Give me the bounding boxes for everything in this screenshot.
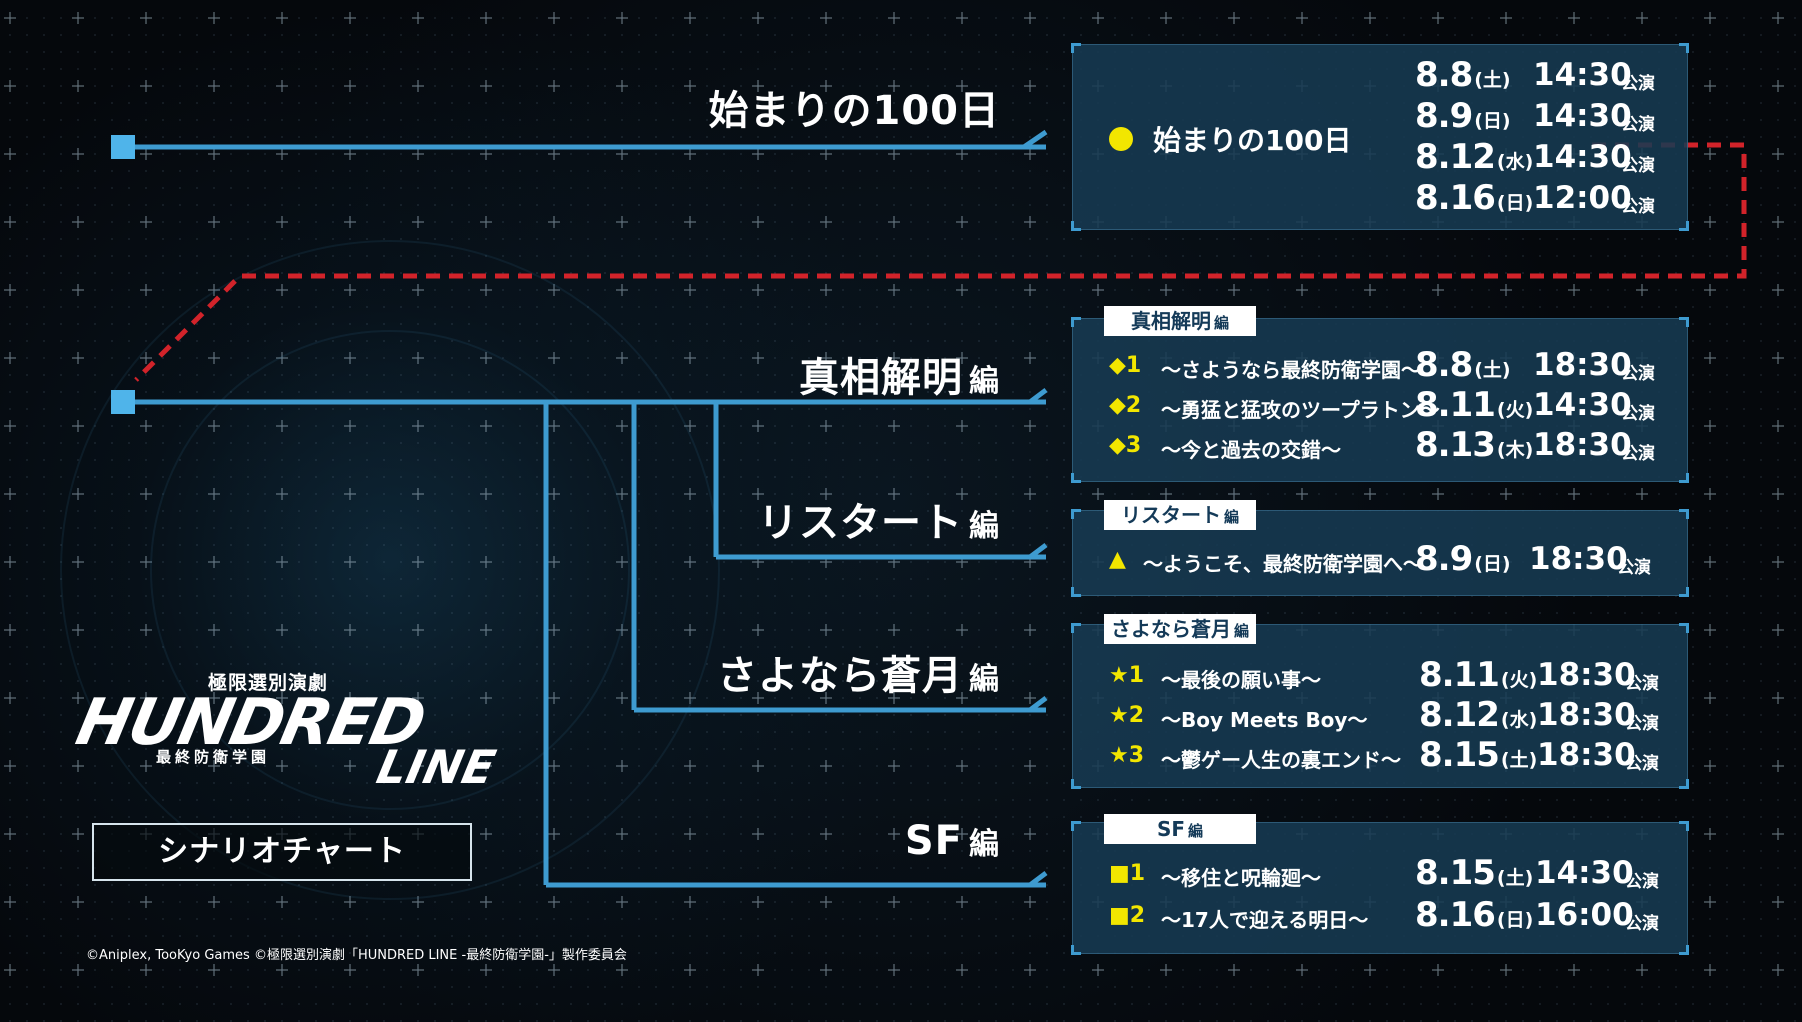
bg-ring [60, 240, 720, 900]
schedule-perf: 公演 [1617, 558, 1651, 578]
schedule-perf: 公演 [1625, 872, 1659, 892]
schedule-date: 8.12(水) [1419, 695, 1538, 735]
schedule-perf: 公演 [1621, 404, 1655, 424]
schedule-date: 8.13(木) [1415, 425, 1534, 465]
scenario-chart-button[interactable]: シナリオチャート [92, 823, 472, 881]
schedule-perf: 公演 [1625, 674, 1659, 694]
schedule-time: 18:30 [1533, 347, 1632, 383]
schedule-time: 14:30 [1533, 387, 1632, 423]
episode-title: ～勇猛と猛攻のツープラトン～ [1161, 398, 1440, 422]
branch-title-text: 真相解明 [799, 355, 963, 401]
branch-title-suffix: 編 [969, 827, 1000, 862]
schedule-date: 8.16(日) [1415, 895, 1534, 935]
branch-title-suffix: 編 [969, 364, 1000, 399]
schedule-perf: 公演 [1621, 156, 1655, 176]
episode-mark: ▲ [1109, 547, 1126, 572]
schedule-panel-shinso: ◆1 ～さようなら最終防衛学園～ 8.8(土) 18:30 公演 ◆2 ～勇猛と… [1071, 317, 1689, 483]
episode-mark: ★2 [1109, 703, 1145, 728]
branch-title-text: SF [904, 818, 963, 864]
schedule-time: 18:30 [1537, 737, 1636, 773]
schedule-date: 8.8(土) [1415, 55, 1511, 95]
schedule-date: 8.16(日) [1415, 178, 1534, 218]
episode-title: ～鬱ゲー人生の裏エンド～ [1161, 748, 1401, 772]
schedule-perf: 公演 [1625, 714, 1659, 734]
schedule-time: 14:30 [1533, 139, 1632, 175]
schedule-time: 14:30 [1533, 98, 1632, 134]
episode-title: ～最後の願い事～ [1161, 668, 1321, 692]
branch-title-text: 始まりの100日 [708, 88, 1000, 134]
episode-title: ～さようなら最終防衛学園～ [1161, 358, 1421, 382]
branch-title-text: リスタート [758, 500, 963, 546]
schedule-time: 12:00 [1533, 180, 1632, 216]
schedule-perf: 公演 [1621, 115, 1655, 135]
episode-title: ～今と過去の交錯～ [1161, 438, 1341, 462]
branch-title-restart: リスタート編 [758, 490, 1000, 548]
episode-mark: ◆1 [1109, 353, 1142, 378]
schedule-time: 18:30 [1537, 657, 1636, 693]
episode-mark: ■1 [1109, 861, 1146, 886]
schedule-date: 8.12(水) [1415, 137, 1534, 177]
schedule-panel-hajimari: 始まりの100日 8.8(土) 14:30 公演 8.9(日) 14:30 公演… [1071, 43, 1689, 231]
schedule-time: 16:00 [1535, 897, 1634, 933]
schedule-date: 8.9(日) [1415, 539, 1511, 579]
schedule-time: 18:30 [1529, 541, 1628, 577]
branch-line-sf [546, 871, 1048, 888]
episode-title: ～Boy Meets Boy～ [1161, 708, 1368, 732]
schedule-date: 8.8(土) [1415, 345, 1511, 385]
schedule-perf: 公演 [1621, 74, 1655, 94]
branch-title-sayonara: さよなら蒼月編 [717, 643, 1000, 701]
red-dashed-route [134, 142, 1747, 382]
episode-title: ～移住と呪輪廻～ [1161, 866, 1321, 890]
schedule-date: 8.15(土) [1415, 853, 1534, 893]
schedule-date: 8.15(土) [1419, 735, 1538, 775]
panel-title: 始まりの100日 [1153, 124, 1352, 157]
start-marker-2 [111, 390, 135, 414]
branch-title-text: さよなら蒼月 [717, 653, 963, 699]
copyright-notice: ©Aniplex, TooKyo Games ©極限選別演劇「HUNDRED L… [86, 948, 627, 963]
logo-small-text: 最終防衛学園 [156, 748, 271, 766]
panel-tab-restart: リスタート編 [1104, 500, 1256, 530]
start-marker-1 [111, 135, 135, 159]
schedule-date: 8.11(火) [1415, 385, 1534, 425]
episode-title: ～ようこそ、最終防衛学園へ～ [1143, 552, 1423, 576]
episode-title: ～17人で迎える明日～ [1161, 908, 1369, 932]
panel-tab-sayonara: さよなら蒼月編 [1104, 614, 1256, 644]
episode-mark: ◆2 [1109, 393, 1142, 418]
logo-line-text: LINE [372, 740, 501, 794]
branch-title-shinso: 真相解明編 [799, 345, 1000, 403]
schedule-perf: 公演 [1625, 754, 1659, 774]
schedule-perf: 公演 [1621, 444, 1655, 464]
branch-title-suffix: 編 [969, 509, 1000, 544]
panel-tab-shinso: 真相解明編 [1104, 306, 1256, 336]
hundred-line-logo: 極限選別演劇 HUNDRED 最終防衛学園 LINE [70, 668, 501, 798]
logo-subtitle: 極限選別演劇 [208, 672, 329, 694]
schedule-date: 8.9(日) [1415, 96, 1511, 136]
episode-mark: ■2 [1109, 903, 1146, 928]
yellow-dot-icon [1109, 127, 1133, 151]
episode-mark: ★3 [1109, 743, 1145, 768]
branch-title-hajimari: 始まりの100日 [709, 78, 1001, 136]
schedule-date: 8.11(火) [1419, 655, 1538, 695]
schedule-perf: 公演 [1621, 197, 1655, 217]
schedule-time: 14:30 [1533, 57, 1632, 93]
schedule-panel-sf: ■1 ～移住と呪輪廻～ 8.15(土) 14:30 公演 ■2 ～17人で迎える… [1071, 821, 1689, 955]
schedule-perf: 公演 [1625, 914, 1659, 934]
schedule-panel-sayonara: ★1 ～最後の願い事～ 8.11(火) 18:30 公演 ★2 ～Boy Mee… [1071, 623, 1689, 789]
branch-title-suffix: 編 [969, 662, 1000, 697]
schedule-time: 14:30 [1535, 855, 1634, 891]
schedule-perf: 公演 [1621, 364, 1655, 384]
episode-mark: ★1 [1109, 663, 1145, 688]
schedule-time: 18:30 [1533, 427, 1632, 463]
schedule-time: 18:30 [1537, 697, 1636, 733]
episode-mark: ◆3 [1109, 433, 1142, 458]
